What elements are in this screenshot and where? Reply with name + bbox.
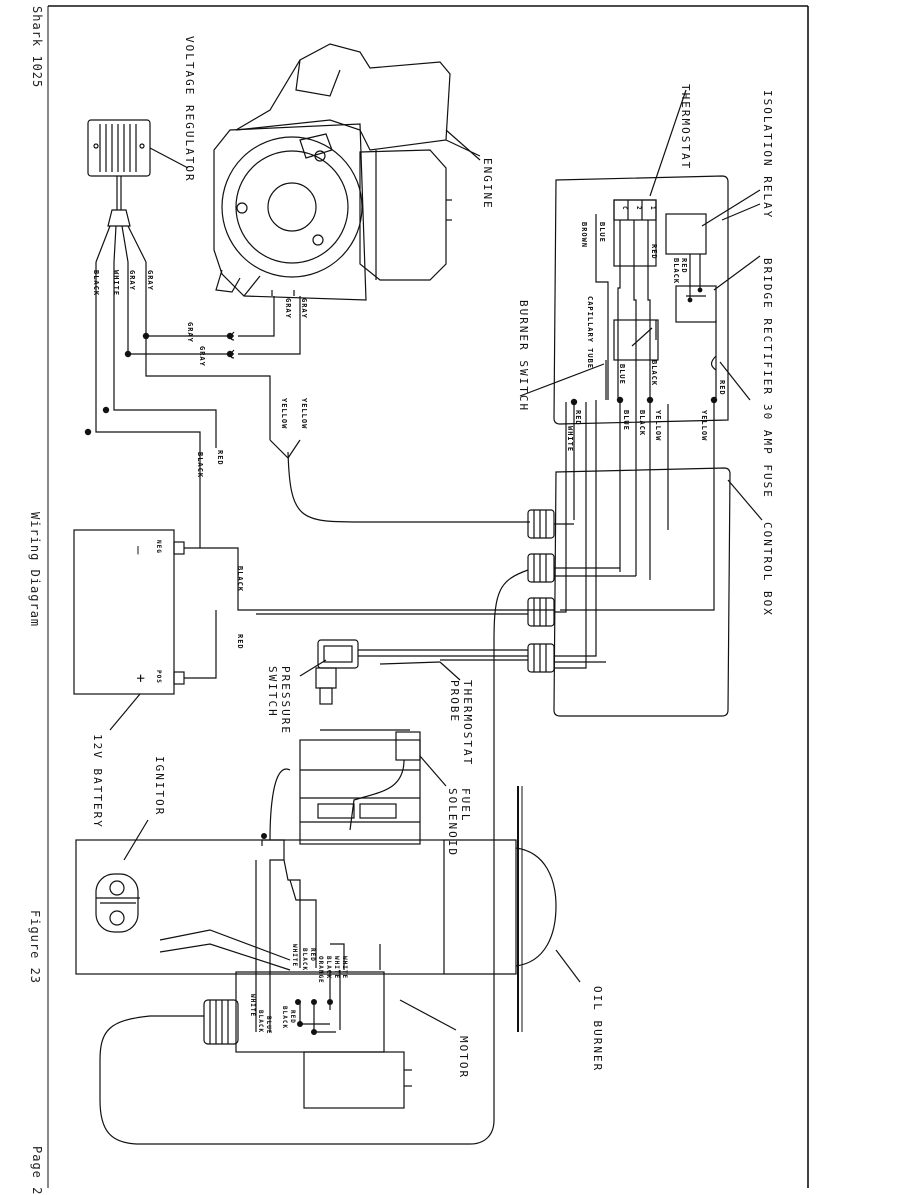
wire-yellow-panel-2: YELLOW [700,410,708,442]
caption: Wiring Diagram [28,512,42,628]
bridge-rectifier-label: BRIDGE RECTIFIER [761,258,774,396]
wire-white-motor-1: WHITE [291,944,298,968]
wire-blue-switch: BLUE [618,364,626,385]
wire-gray-reg: GRAY [146,270,154,291]
oil-burner-label: OIL BURNER [591,986,604,1073]
wire-black-panel: BLACK [638,410,646,437]
motor-label: MOTOR [457,1036,470,1080]
wire-gray-conn-2: GRAY [198,346,206,367]
thermostat-terminal-2: 2 [635,206,642,211]
battery-pos-sign: + [132,674,148,683]
figure-number: Figure 23 [28,910,42,985]
voltage-regulator [87,119,189,263]
wire-gray-reg-2: GRAY [128,270,136,291]
wire-yellow-right: YELLOW [300,398,308,430]
control-box [527,400,763,717]
wire-gray-engine-2: GRAY [300,298,308,319]
wire-red-panel: RED [574,410,582,426]
wire-red-motor-2: RED [289,1010,296,1024]
voltage-regulator-label: VOLTAGE REGULATOR [183,36,196,183]
engine-harness-wires [95,262,530,548]
wire-white-motor-4: WHITE [249,994,256,1018]
thermostat-probe-label: THERMOSTAT PROBE [448,680,474,767]
wire-red-fuse: RED [718,380,726,396]
motor [203,971,457,1109]
ignitor-label: IGNITOR [153,756,166,817]
wire-red-rect: RED [680,258,688,274]
battery [73,529,554,731]
wire-black-switch: BLACK [650,360,658,387]
wire-orange-motor: ORANGE [317,956,324,984]
battery-neg-sign: — [130,546,146,555]
engine-label: ENGINE [481,158,494,210]
wire-black-motor-3: BLACK [257,1010,264,1034]
wire-red-battery: RED [216,450,224,466]
wire-red-battery-2: RED [236,634,244,650]
wire-black-motor-2: BLACK [325,956,332,980]
wire-blue-motor: BLUE [265,1016,272,1035]
wire-blue-thermo: BLUE [598,222,606,243]
battery-label: 12V BATTERY [91,734,104,829]
battery-neg-label: NEG [155,540,162,554]
wire-brown: BROWN [580,222,588,249]
wire-black-reg: BLACK [92,270,100,297]
isolation-relay-label: ISOLATION RELAY [761,90,774,220]
engine [213,43,481,301]
pressure-switch [299,639,528,705]
wire-black-rect: BLACK [672,258,680,285]
relay-panel [519,89,761,425]
fuel-pump-assembly [269,729,447,845]
wire-white-motor-2: WHITE [333,956,340,980]
capillary-tube-label: CAPILLARY TUBE [586,296,594,370]
thermostat-terminal-c: C [621,206,628,211]
motor-wiring [255,839,381,1033]
panel-wires [560,400,715,611]
fuse-label: 30 AMP FUSE [761,404,774,499]
wire-black-motor-1: BLACK [301,948,308,972]
wire-red-motor-1: RED [309,948,316,962]
control-box-label: CONTROL BOX [761,522,774,617]
wire-white-reg: WHITE [112,270,120,297]
battery-pos-label: POS [155,670,162,684]
wire-black-battery: BLACK [196,452,204,479]
burner-switch-label: BURNER SWITCH [517,300,530,413]
thermostat-label: THERMOSTAT [679,84,692,171]
fuel-solenoid-label: FUEL SOLENOID [446,788,472,857]
wire-black-motor-4: BLACK [281,1006,288,1030]
wire-white-motor-3: WHITE [341,956,348,980]
thermostat-terminal-1: 1 [649,206,656,211]
wire-yellow-panel: YELLOW [654,410,662,442]
header-left: Shark 1025 [30,6,44,89]
wire-white-panel: WHITE [566,426,574,453]
wire-gray-engine-1: GRAY [284,298,292,319]
oil-burner [75,786,581,1032]
wire-blue-panel: BLUE [622,410,630,431]
wire-gray-conn-1: GRAY [186,322,194,343]
wire-black-battery-2: BLACK [236,566,244,593]
pressure-switch-label: PRESSURE SWITCH [266,666,292,735]
wire-yellow-left: YELLOW [280,398,288,430]
wire-red-relay: RED [650,244,658,260]
